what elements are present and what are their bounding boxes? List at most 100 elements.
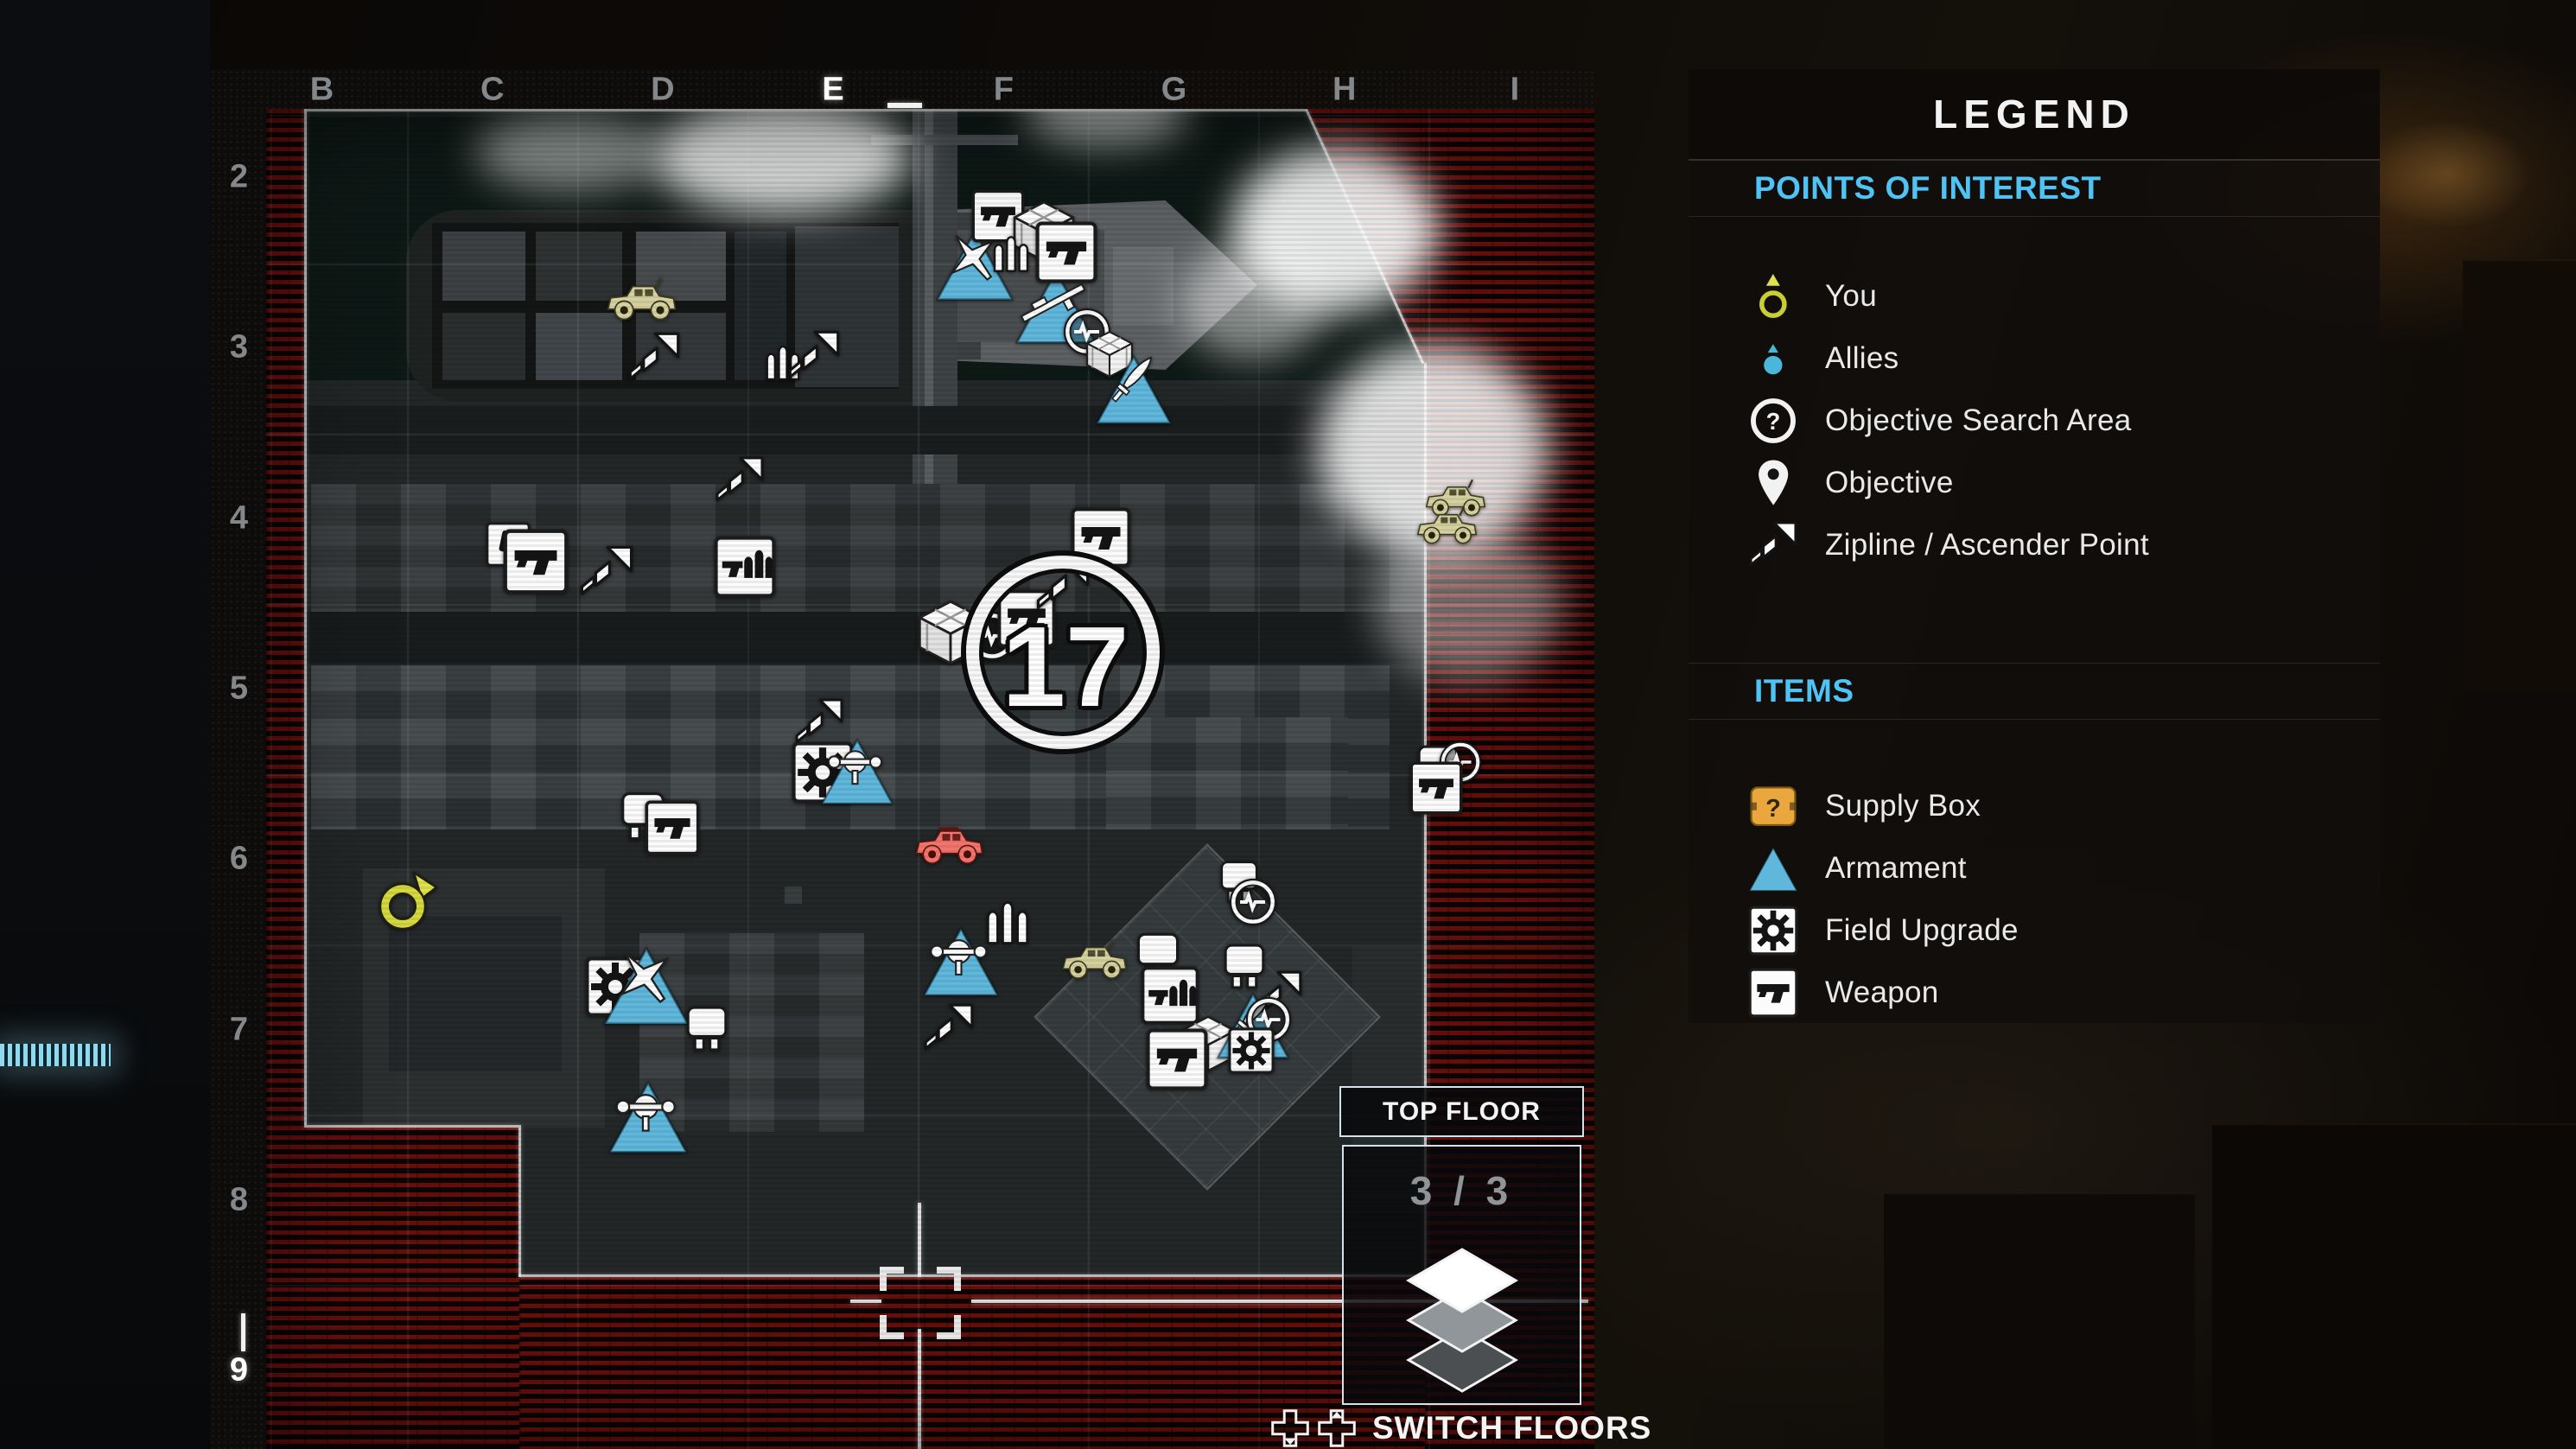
legend-item-weapon: Weapon: [1689, 962, 2380, 1024]
you-icon: [1746, 271, 1801, 321]
weapon-marker-icon: [1035, 221, 1097, 283]
dpad-down-icon[interactable]: [1270, 1408, 1310, 1448]
cloud: [1180, 246, 1326, 359]
field-upgrade-icon: [1746, 906, 1801, 956]
cursor-line: [918, 1203, 921, 1277]
legend-item-label: Supply Box: [1825, 789, 1981, 823]
floor-name-box: TOP FLOOR: [1339, 1086, 1584, 1137]
svg-text:?: ?: [1766, 408, 1781, 435]
terrain-shape: [389, 916, 562, 1071]
legend-item-field-upgrade: Field Upgrade: [1689, 899, 2380, 962]
armament-plane-marker-icon: [602, 941, 690, 1029]
grid-column-label-H: H: [1332, 71, 1358, 108]
objective-search-icon: ?: [1746, 396, 1801, 446]
legend-item-label: Objective: [1825, 466, 1954, 499]
cursor-bracket: [880, 1315, 904, 1339]
legend-item-supply-box: ? Supply Box: [1689, 775, 2380, 837]
floor-layer-bottom-icon: [1405, 1326, 1519, 1394]
legend-title: LEGEND: [1933, 92, 2135, 137]
armament-sniper-marker-icon: [1014, 264, 1097, 347]
terrain-shape: [925, 109, 933, 537]
grid-column-label-E: E: [822, 71, 845, 108]
vehicle-tan-marker-icon: [1422, 467, 1488, 532]
grid-column-label-C: C: [480, 71, 506, 108]
objective-count: 17: [1002, 603, 1129, 730]
cursor-column-tick: [887, 103, 922, 108]
legend-item-label: Field Upgrade: [1825, 913, 2019, 947]
map-grid-column-ruler: B C D E F G H I: [210, 69, 1594, 109]
switch-floors-button[interactable]: SWITCH FLOORS: [1270, 1407, 1651, 1449]
grid-column-label-B: B: [309, 71, 335, 108]
dpad-up-icon[interactable]: [1317, 1408, 1357, 1448]
legend-item-label: Zipline / Ascender Point: [1825, 528, 2149, 562]
grid-row-label-5: 5: [229, 670, 250, 707]
legend-item-label: Armament: [1825, 851, 1967, 885]
vehicle-tan-marker-icon: [603, 263, 679, 339]
zipline-icon: [1746, 520, 1801, 570]
cursor-line: [850, 1300, 881, 1303]
floor-count: 3 / 3: [1409, 1168, 1514, 1213]
grid-column-label-G: G: [1161, 71, 1188, 108]
cloud: [475, 112, 665, 190]
background-container-stack: [2463, 259, 2576, 691]
terrain-shape: [735, 232, 786, 380]
warehouse-row: [311, 484, 1426, 612]
cursor-line: [918, 1329, 921, 1449]
boundary-line: [518, 1274, 1424, 1277]
vest-marker-icon: [1219, 941, 1269, 991]
zipline-marker-icon: [794, 697, 844, 747]
legend-item-you: You: [1689, 265, 2380, 327]
grid-row-label-4: 4: [229, 499, 250, 537]
terrain-shape: [536, 313, 622, 380]
armament-knife-marker-icon: [1095, 350, 1173, 428]
svg-text:?: ?: [1765, 795, 1781, 823]
warehouse-row: [1106, 717, 1348, 829]
floor-name-label: TOP FLOOR: [1383, 1096, 1541, 1126]
armament-drone-marker-icon: [922, 922, 1000, 1000]
allies-icon: [1746, 334, 1801, 384]
weapon-marker-icon: [1071, 507, 1131, 568]
grid-row-label-9: 9: [229, 1351, 250, 1389]
legend-item-zipline-ascender-point: Zipline / Ascender Point: [1689, 514, 2380, 576]
ammo-marker-icon: [1141, 966, 1199, 1025]
terrain-shape: [442, 232, 525, 301]
grid-column-label-I: I: [1510, 71, 1521, 108]
warehouse-row: [639, 933, 864, 1132]
zipline-marker-icon: [715, 455, 765, 505]
boundary-line: [304, 109, 307, 1125]
cursor-line: [971, 1300, 1588, 1303]
grid-column-label-D: D: [651, 71, 676, 108]
grid-column-label-F: F: [993, 71, 1014, 108]
cursor-bracket: [937, 1315, 961, 1339]
terrain-shape: [785, 887, 802, 904]
objective-search-circle[interactable]: 17: [966, 556, 1160, 749]
legend-item-label: Weapon: [1825, 976, 1939, 1009]
legend-item-label: Objective Search Area: [1825, 404, 2132, 437]
danger-zone: [519, 1275, 1425, 1449]
objective-pin-icon: [1746, 458, 1801, 508]
background-crate: [2212, 1123, 2576, 1449]
weapon-marker-icon: [1409, 761, 1463, 815]
player-marker-icon: [376, 871, 438, 933]
armament-drone-marker-icon: [820, 734, 894, 808]
legend-item-armament: Armament: [1689, 837, 2380, 899]
legend-item-label: Allies: [1825, 341, 1899, 375]
grid-row-label-8: 8: [229, 1181, 250, 1218]
terrain-shape: [636, 313, 726, 380]
floor-indicator: 3 / 3: [1342, 1145, 1581, 1405]
vehicle-tan-marker-icon: [1414, 494, 1479, 560]
legend-item-allies: Allies: [1689, 327, 2380, 390]
grid-row-label-6: 6: [229, 840, 250, 877]
background-crate: [1884, 1192, 2195, 1449]
zipline-marker-icon: [579, 544, 634, 600]
legend-section-title: POINTS OF INTEREST: [1689, 161, 2380, 217]
danger-zone: [304, 1126, 519, 1449]
switch-floors-label: SWITCH FLOORS: [1372, 1409, 1652, 1446]
floor-layer-top-icon: [1405, 1247, 1519, 1314]
vest-marker-icon: [682, 1003, 732, 1053]
terrain-shape: [304, 612, 1425, 664]
bullets-marker-icon: [989, 232, 1033, 276]
